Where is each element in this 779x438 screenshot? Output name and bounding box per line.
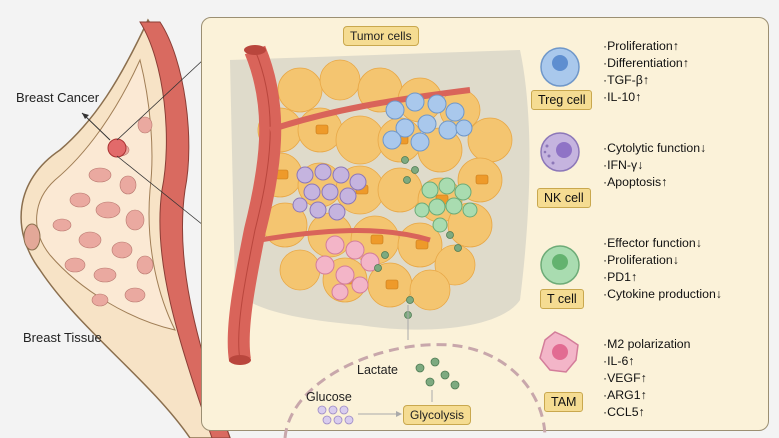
t-cell-features: ·Effector function↓ ·Proliferation↓ ·PD1… [603,235,722,303]
t-cell-name: T cell [540,289,584,309]
treg-cell-name: Treg cell [531,90,593,110]
tumor-cells-label: Tumor cells [343,26,419,46]
t-cell-feature: ·Effector function↓ [603,236,702,250]
glucose-label: Glucose [306,390,352,404]
tam-feature: ·ARG1↑ [603,388,647,402]
lactate-label: Lactate [357,363,399,377]
glycolysis-label: Glycolysis [403,405,472,425]
nk-feature: ·IFN-γ↓ [603,158,644,172]
nk-cell-name: NK cell [537,188,591,208]
tam-name: TAM [544,392,584,412]
tam-feature: ·CCL5↑ [603,405,645,419]
nk-feature: ·Apoptosis↑ [603,175,668,189]
nk-feature: ·Cytolytic function↓ [603,141,707,155]
nk-features: ·Cytolytic function↓ ·IFN-γ↓ ·Apoptosis↑ [603,140,706,191]
tam-feature: ·M2 polarization [603,337,691,351]
treg-feature: ·IL-10↑ [603,90,642,104]
treg-features: ·Proliferation↑ ·Differentiation↑ ·TGF-β… [603,38,689,106]
treg-feature: ·Differentiation↑ [603,56,689,70]
t-cell-feature: ·Proliferation↓ [603,253,679,267]
treg-feature: ·TGF-β↑ [603,73,649,87]
tam-features: ·M2 polarization ·IL-6↑ ·VEGF↑ ·ARG1↑ ·C… [603,336,690,421]
breast-tissue-label: Breast Tissue [23,330,102,345]
treg-feature: ·Proliferation↑ [603,39,679,53]
t-cell-feature: ·PD1↑ [603,270,638,284]
t-cell-feature: ·Cytokine production↓ [603,287,722,301]
tam-feature: ·IL-6↑ [603,354,635,368]
breast-cancer-label: Breast Cancer [16,90,100,105]
tam-feature: ·VEGF↑ [603,371,647,385]
